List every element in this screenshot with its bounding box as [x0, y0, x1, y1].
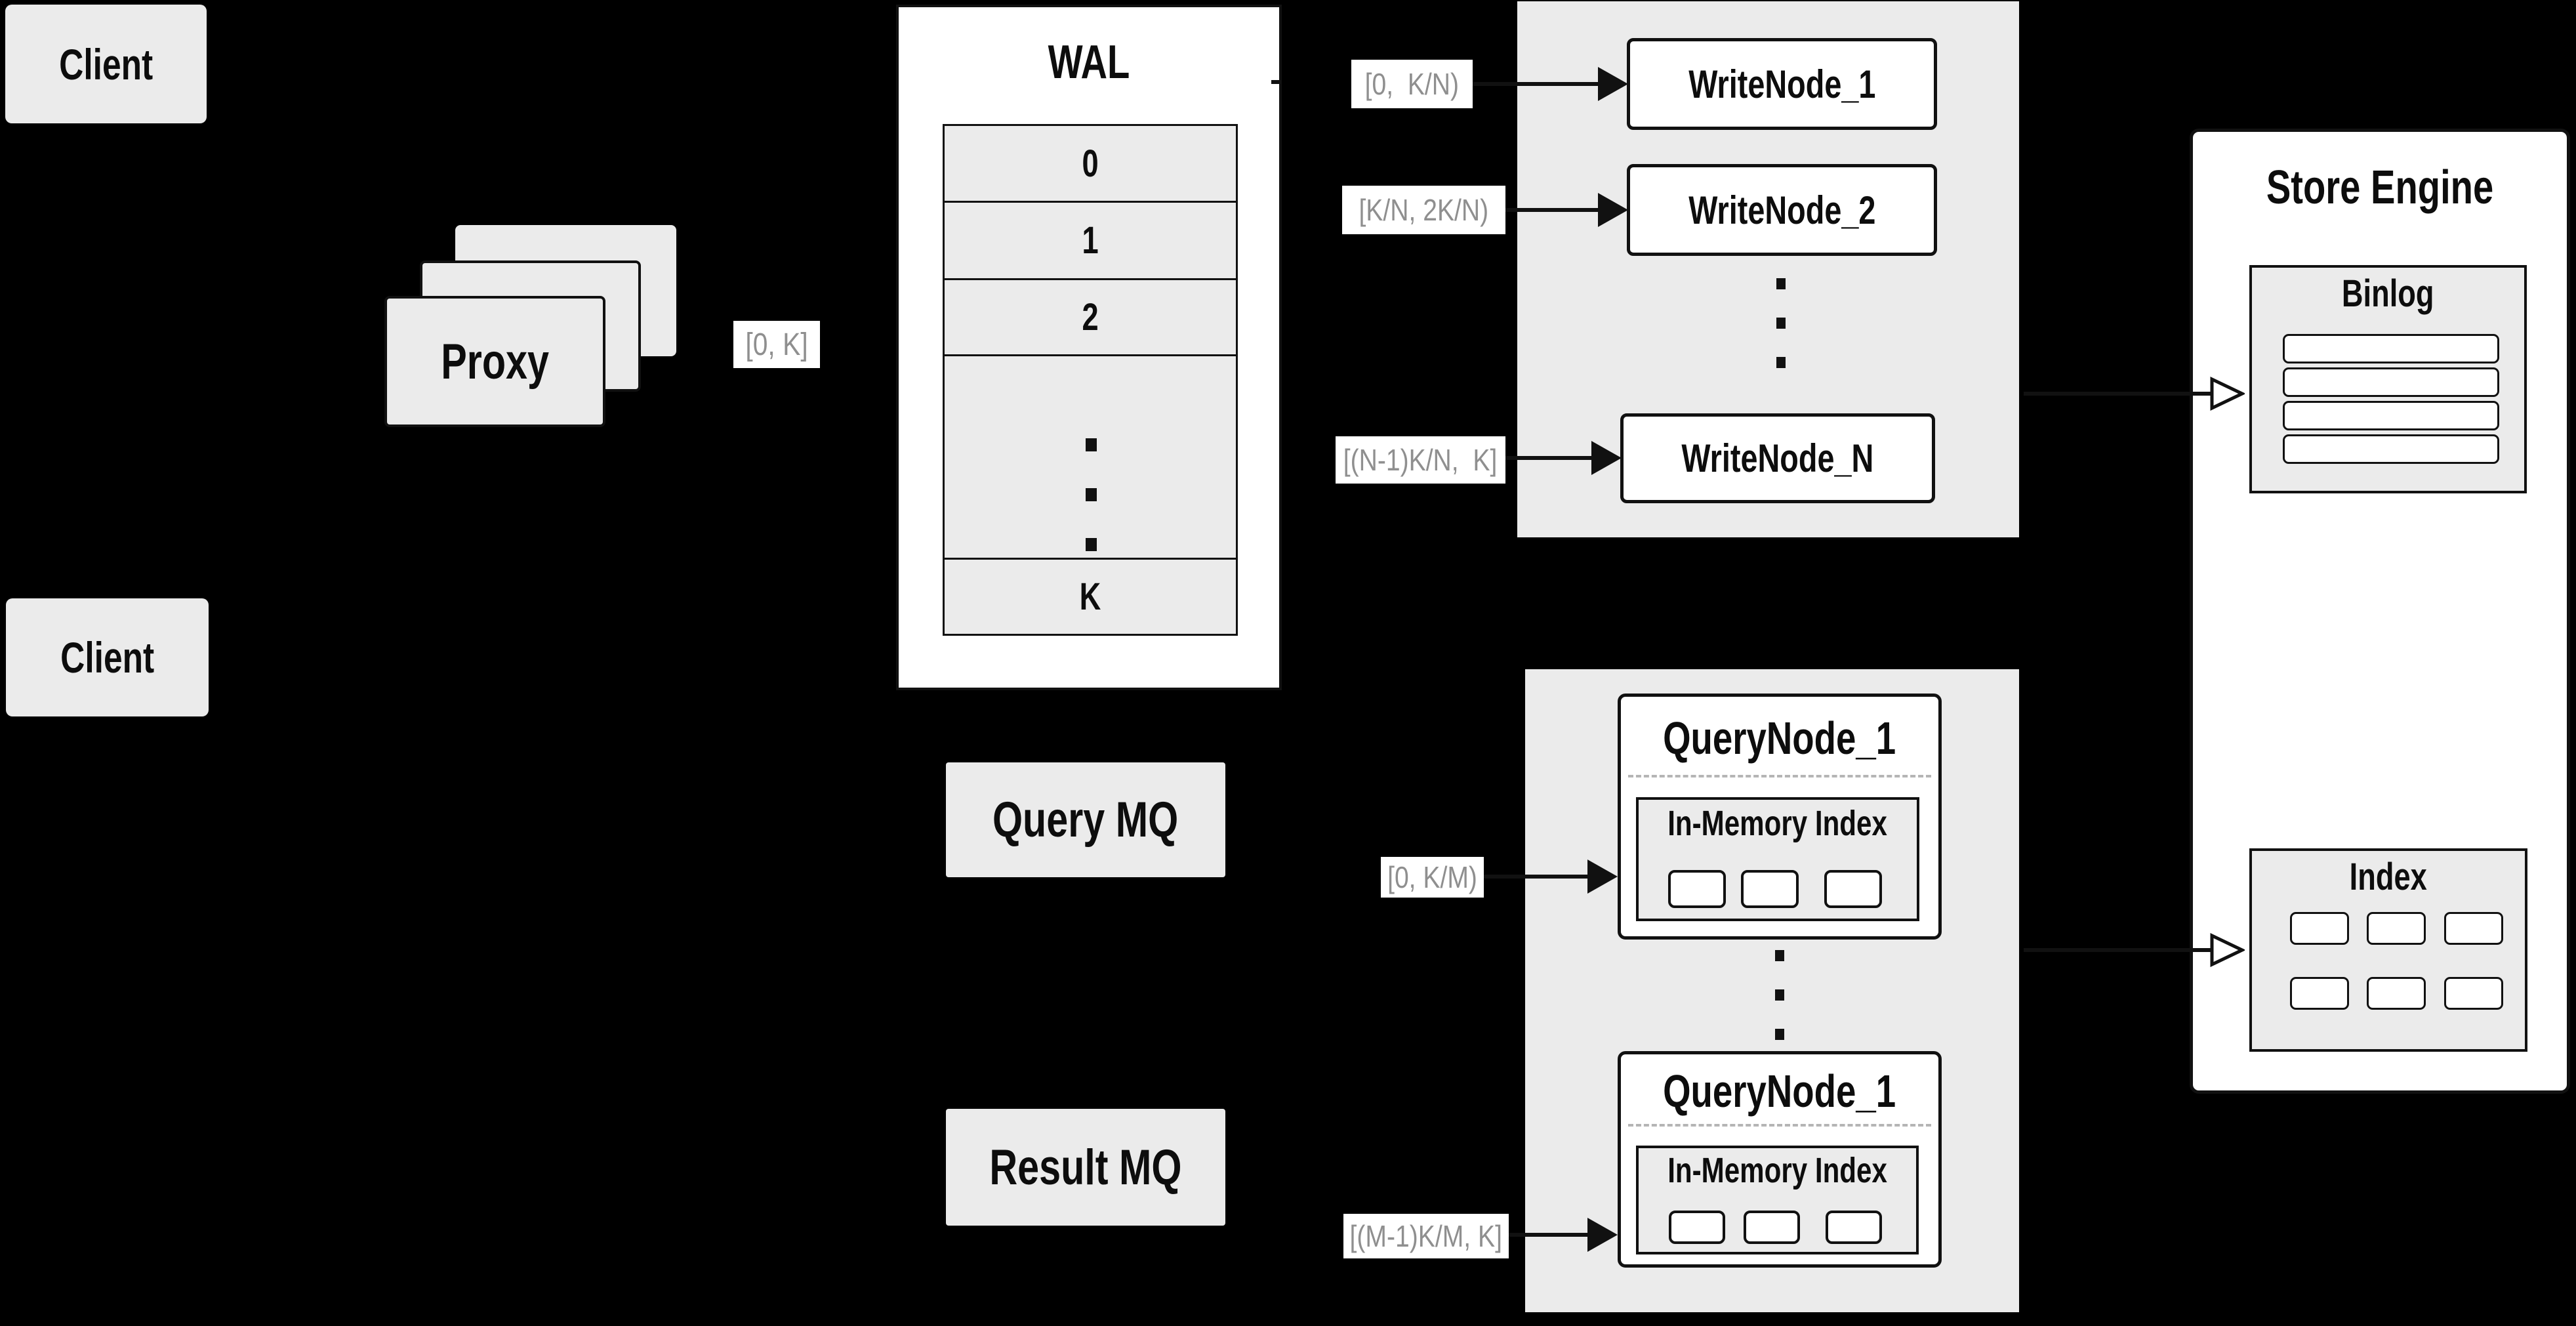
arrow-right-icon [1598, 67, 1628, 101]
range-label-write-n: [(N-1)K/N, K] [1336, 436, 1505, 484]
range-label-write-n-text: [(N-1)K/N, K] [1343, 443, 1498, 477]
binlog-title-row: Binlog [2249, 270, 2527, 316]
wal-segment-row-2: 2 [945, 280, 1236, 356]
store-engine-title: Store Engine [2266, 161, 2494, 214]
range-label-query-1: [0, K/M) [1381, 857, 1484, 898]
result-mq-box: Result MQ [946, 1109, 1225, 1226]
open-arrow-right-icon [2210, 377, 2245, 411]
wal-title-row: WAL [896, 26, 1282, 98]
write-node-2: WriteNode_2 [1627, 164, 1937, 256]
connector-line [1505, 208, 1601, 212]
connector-line [1484, 875, 1590, 879]
range-label-0-k-text: [0, K] [745, 327, 808, 362]
proxy-label: Proxy [441, 333, 549, 390]
store-engine-title-row: Store Engine [2190, 155, 2570, 220]
wal-output-stub-line [1271, 80, 1282, 84]
arrow-right-icon [1598, 193, 1628, 227]
wal-segment-row-1: 1 [945, 203, 1236, 280]
open-arrow-right-icon [2210, 933, 2245, 967]
connector-line [1509, 1233, 1590, 1237]
wal-segment-row-0: 0 [945, 126, 1236, 203]
wal-segment-row-k: K [945, 560, 1236, 634]
range-label-write-1-text: [0, K/N) [1364, 67, 1460, 101]
query-mq-box: Query MQ [946, 762, 1225, 877]
query-mq-label: Query MQ [992, 792, 1179, 848]
connector-line [1473, 82, 1601, 86]
write-node-1: WriteNode_1 [1627, 38, 1937, 130]
in-memory-index-top-title-row: In-Memory Index [1636, 804, 1919, 843]
connector-line [1505, 456, 1594, 460]
client-top-label: Client [58, 39, 153, 89]
dashed-divider [1628, 1124, 1931, 1127]
range-label-query-1-text: [0, K/M) [1387, 860, 1477, 894]
client-bottom-label: Client [60, 633, 155, 682]
in-memory-index-bottom-title-row: In-Memory Index [1636, 1151, 1919, 1190]
arrow-right-icon [1591, 441, 1622, 475]
write-node-n: WriteNode_N [1620, 413, 1935, 503]
wal-segment-0-label: 0 [1082, 142, 1099, 185]
wal-ellipsis-row [945, 356, 1236, 560]
proxy-card-front: Proxy [384, 296, 605, 427]
index-box [2249, 848, 2527, 1052]
write-node-2-label: WriteNode_2 [1688, 188, 1876, 232]
client-box-bottom: Client [6, 598, 209, 716]
binlog-title: Binlog [2342, 272, 2434, 315]
query-node-top-title-row: QueryNode_1 [1618, 712, 1942, 764]
wal-segment-2-label: 2 [1082, 296, 1099, 339]
in-memory-index-bottom-title: In-Memory Index [1667, 1151, 1887, 1190]
query-node-bottom-title-row: QueryNode_1 [1618, 1066, 1942, 1117]
range-label-write-2-text: [K/N, 2K/N) [1359, 193, 1489, 227]
range-label-query-m: [(M-1)K/M, K] [1343, 1214, 1509, 1258]
query-node-bottom-title: QueryNode_1 [1663, 1066, 1896, 1117]
dashed-divider [1628, 775, 1931, 777]
range-label-query-m-text: [(M-1)K/M, K] [1349, 1219, 1503, 1253]
write-node-1-label: WriteNode_1 [1688, 62, 1876, 106]
write-node-n-label: WriteNode_N [1681, 436, 1874, 480]
arrow-right-icon [1587, 860, 1618, 894]
in-memory-index-top-title: In-Memory Index [1667, 804, 1888, 843]
range-label-write-1: [0, K/N) [1351, 60, 1473, 108]
connector-line [2024, 948, 2213, 952]
result-mq-label: Result MQ [989, 1139, 1182, 1195]
client-box-top: Client [5, 5, 207, 123]
wal-segment-table: 0 1 2 K [943, 124, 1238, 636]
wal-segment-1-label: 1 [1082, 219, 1099, 262]
range-label-write-2: [K/N, 2K/N) [1342, 186, 1505, 234]
connector-line [2024, 392, 2213, 396]
wal-title: WAL [1048, 36, 1130, 89]
query-node-top-title: QueryNode_1 [1663, 713, 1896, 764]
index-title: Index [2349, 855, 2428, 898]
arrow-right-icon [1587, 1218, 1618, 1252]
range-label-0-k: [0, K] [733, 321, 820, 368]
wal-segment-k-label: K [1079, 575, 1101, 618]
index-title-row: Index [2249, 854, 2527, 900]
